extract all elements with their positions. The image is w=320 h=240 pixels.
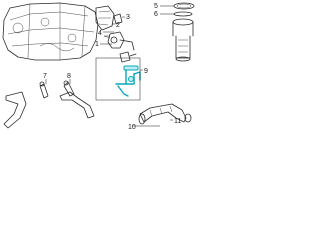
lock-ring — [173, 2, 195, 10]
fuel-pump-module — [172, 18, 194, 62]
highlighted-fuel-pump-insert — [115, 65, 141, 97]
clip-part — [113, 13, 125, 25]
vent-valve-assembly — [103, 31, 135, 51]
seal-ring — [173, 11, 193, 17]
tank-strap-left — [3, 91, 27, 129]
callout-11: 11 — [174, 118, 181, 125]
tank-strap-middle — [59, 91, 95, 119]
fuel-level-sensor — [119, 51, 137, 63]
callout-3: 3 — [126, 14, 130, 21]
callout-1: 1 — [95, 41, 99, 48]
part-group-box — [95, 57, 141, 101]
fuel-filler-hose — [138, 103, 192, 125]
callout-5: 5 — [154, 3, 158, 10]
strap-bolt-left — [39, 81, 49, 99]
callout-4: 4 — [98, 30, 102, 37]
fuel-tank — [2, 2, 99, 61]
strap-bolt-right — [63, 80, 75, 97]
callout-2: 2 — [116, 22, 120, 29]
callout-9: 9 — [144, 68, 148, 75]
callout-7: 7 — [43, 73, 47, 80]
callout-6: 6 — [154, 11, 158, 18]
callout-10: 10 — [128, 124, 136, 131]
tank-heat-shield — [95, 5, 115, 31]
callout-8: 8 — [67, 73, 71, 80]
fuel-system-parts-diagram: 1 2 3 4 5 6 7 8 9 10 11 — [2, 2, 195, 131]
